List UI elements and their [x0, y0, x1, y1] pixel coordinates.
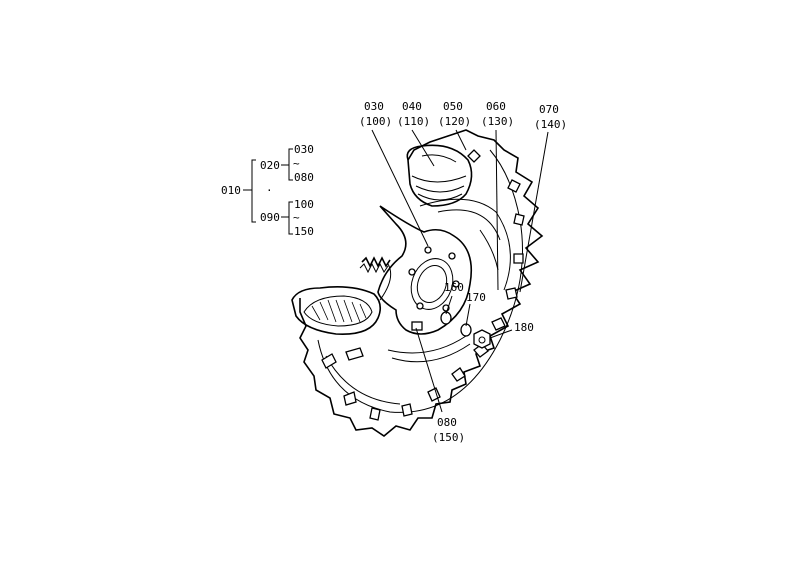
tire-bead-upper: [406, 144, 473, 207]
callout-070: 070: [539, 103, 559, 116]
fastener-stack: [440, 311, 491, 349]
tree-group-b-from: 100: [294, 198, 314, 211]
lug-rim: [299, 129, 544, 437]
leader-lines: [371, 129, 549, 413]
callout-060: 060: [486, 100, 506, 113]
tree-group-b-to: 150: [294, 225, 314, 238]
assembly-tree: 010 · 020 030 ~ 080 090 100 ~ 150: [221, 143, 314, 238]
callout-110: (110): [397, 115, 430, 128]
wheel-drawing: [291, 129, 544, 437]
callout-labels: 030 (100) 040 (110) 050 (120) 060 (130) …: [359, 100, 567, 444]
callout-100: (100): [359, 115, 392, 128]
tree-dot: ·: [266, 184, 273, 197]
tire-bead-lower: [291, 286, 382, 335]
valve-spring: [359, 256, 392, 301]
tree-root-code: 010: [221, 184, 241, 197]
tree-group-a-from: 030: [294, 143, 314, 156]
wheel-disc: [377, 205, 473, 363]
callout-050: 050: [443, 100, 463, 113]
tree-group-a-to: 080: [294, 171, 314, 184]
tree-group-a-code: 020: [260, 159, 280, 172]
callout-170: 170: [466, 291, 486, 304]
callout-080: 080: [437, 416, 457, 429]
callout-180: 180: [514, 321, 534, 334]
callout-160: 160: [444, 281, 464, 294]
lug-windows: [321, 149, 525, 421]
callout-040: 040: [402, 100, 422, 113]
callout-120: (120): [438, 115, 471, 128]
callout-130: (130): [481, 115, 514, 128]
callout-030: 030: [364, 100, 384, 113]
tree-group-b-code: 090: [260, 211, 280, 224]
tree-group-a-sep: ~: [293, 157, 300, 170]
callout-150: (150): [432, 431, 465, 444]
callout-140: (140): [534, 118, 567, 131]
tree-group-b-sep: ~: [293, 211, 300, 224]
